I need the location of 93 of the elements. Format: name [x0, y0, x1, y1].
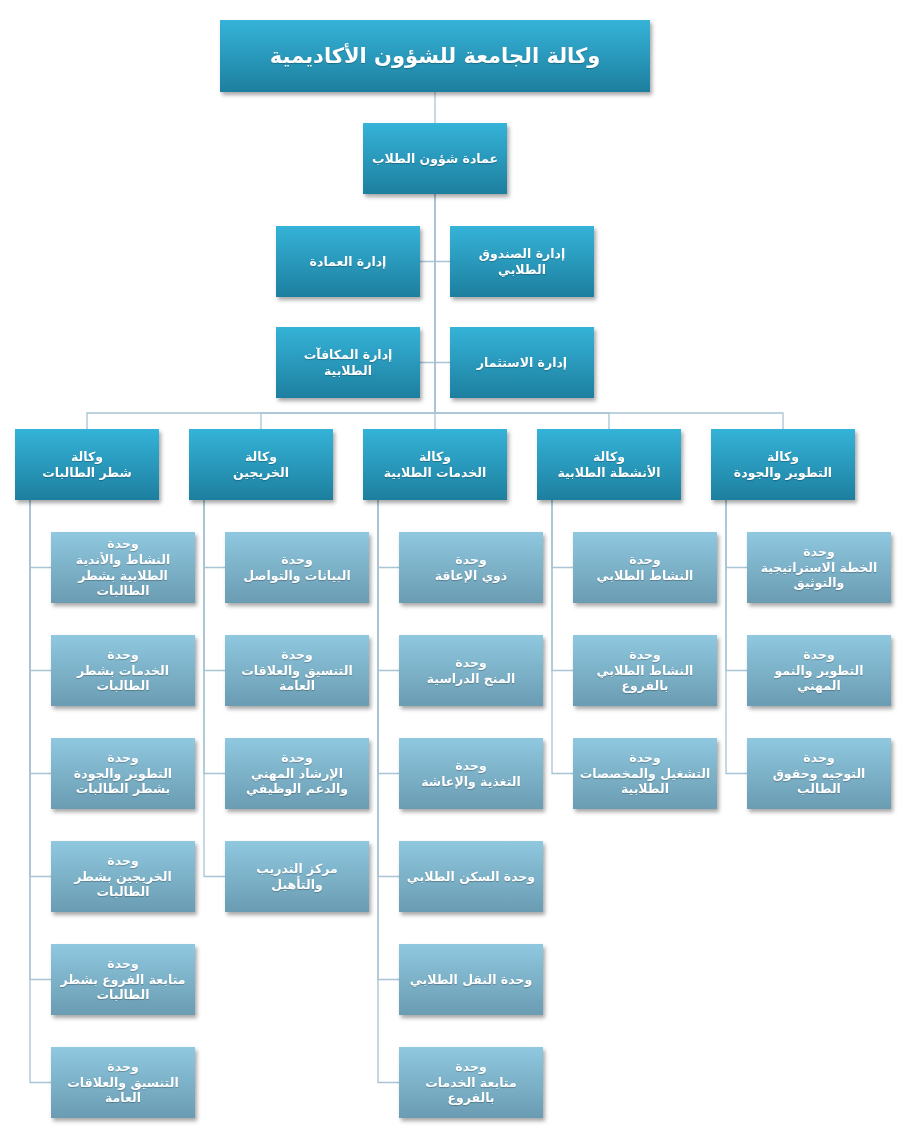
box-heading: وحدة [281, 551, 313, 568]
box-label: عمادة شؤون الطلاب [372, 150, 498, 167]
box-label: التطوير والجودة بشطر الطالبات [72, 765, 174, 797]
connector-line [725, 499, 748, 775]
box-label: مركز التدريب والتأهيل [255, 860, 339, 893]
box-heading: وحدة [455, 654, 487, 671]
box-label: البيانات والتواصل [243, 567, 351, 584]
org-box [711, 429, 855, 500]
box-label: التنسيق والعلاقات العامة [66, 1074, 180, 1106]
org-box [51, 841, 195, 912]
box-heading: وحدة [629, 647, 661, 663]
org-box [399, 1047, 543, 1118]
org-box [399, 635, 543, 706]
org-box [573, 738, 717, 809]
org-box [747, 738, 891, 809]
connector-line [434, 91, 436, 124]
box-heading: وكالة [593, 448, 625, 464]
box-label: التطوير والجودة [733, 464, 833, 481]
box-label: متابعة الخدمات بالفروع [424, 1074, 518, 1106]
box-label: الخطة الاستراتيجية والتوثيق [759, 559, 879, 591]
box-label: إدارة المكافآت الطلابية [302, 346, 394, 379]
box-label: وحدة السكن الطلابي [406, 868, 536, 885]
box-label: الخدمات بشطر الطالبات [75, 662, 170, 694]
connector-line [551, 499, 574, 775]
org-box [399, 944, 543, 1015]
box-heading: وحدة [629, 750, 661, 766]
box-heading: وحدة [803, 750, 835, 766]
box-heading: وحدة [107, 1059, 139, 1075]
box-label: ذوي الإعاقة [434, 567, 508, 584]
box-label: الخدمات الطلابية [383, 464, 487, 481]
box-heading: وحدة [629, 551, 661, 568]
box-label: إدارة العمادة [309, 253, 387, 270]
box-label: النشاط والأندية الطلابية بشطر الطالبات [74, 551, 172, 599]
box-heading: وحدة [455, 1059, 487, 1075]
org-box [51, 944, 195, 1015]
org-box [747, 635, 891, 706]
box-label: الإرشاد المهني والدعم الوظيفي [245, 765, 349, 797]
box-label: الخريجين [233, 464, 289, 481]
box-heading: وحدة [803, 647, 835, 663]
org-box [399, 532, 543, 603]
org-box [220, 20, 650, 92]
box-heading: وحدة [107, 956, 139, 972]
box-heading: وحدة [107, 853, 139, 869]
box-label: التغذية والإعاشة [421, 773, 521, 790]
box-label: وحدة النقل الطلابي [409, 971, 533, 988]
org-box [189, 429, 333, 500]
org-box [51, 635, 195, 706]
box-heading: وكالة [767, 448, 799, 465]
box-label: التوجيه وحقوق الطالب [771, 765, 867, 797]
box-heading: وكالة [71, 448, 103, 465]
box-label: النشاط الطلابي بالفروع [595, 662, 695, 694]
org-box [51, 738, 195, 809]
org-box [363, 429, 507, 500]
box-heading: وحدة [107, 750, 139, 766]
box-heading: وحدة [455, 757, 487, 774]
org-box [225, 532, 369, 603]
org-box [276, 226, 420, 297]
org-box [450, 327, 594, 398]
box-label: شطر الطالبات [42, 464, 132, 481]
box-label: إدارة الصندوق الطلابي [477, 245, 567, 278]
box-heading: وحدة [803, 544, 835, 560]
org-box [537, 429, 681, 500]
org-box [51, 532, 195, 603]
org-box [15, 429, 159, 500]
box-label: النشاط الطلابي [596, 567, 694, 584]
org-box [276, 327, 420, 398]
org-box [225, 841, 369, 912]
box-label: إدارة الاستثمار [476, 354, 568, 371]
org-box [399, 841, 543, 912]
box-label: التنسيق والعلاقات العامة [240, 662, 354, 694]
box-heading: وكالة [419, 448, 451, 465]
box-heading: وحدة [107, 536, 139, 552]
box-label: التشغيل والمخصصات الطلابية [578, 765, 712, 797]
org-box [225, 635, 369, 706]
box-heading: وحدة [281, 750, 313, 766]
box-label: التطوير والنمو المهني [773, 662, 865, 694]
box-heading: وحدة [281, 647, 313, 663]
box-label: وكالة الجامعة للشؤون الأكاديمية [269, 42, 601, 70]
box-label: المنح الدراسية [426, 670, 516, 687]
box-heading: وحدة [455, 551, 487, 568]
org-box [747, 532, 891, 603]
org-box [363, 123, 507, 194]
box-heading: وكالة [245, 448, 277, 465]
box-label: متابعة الفروع بشطر الطالبات [59, 971, 187, 1003]
box-label: الخريجين بشطر الطالبات [72, 868, 173, 900]
org-box [450, 226, 594, 297]
org-box [225, 738, 369, 809]
box-label: الأنشطة الطلابية [557, 464, 661, 481]
org-box [573, 635, 717, 706]
box-heading: وحدة [107, 647, 139, 663]
org-box [51, 1047, 195, 1118]
org-box [573, 532, 717, 603]
org-box [399, 738, 543, 809]
